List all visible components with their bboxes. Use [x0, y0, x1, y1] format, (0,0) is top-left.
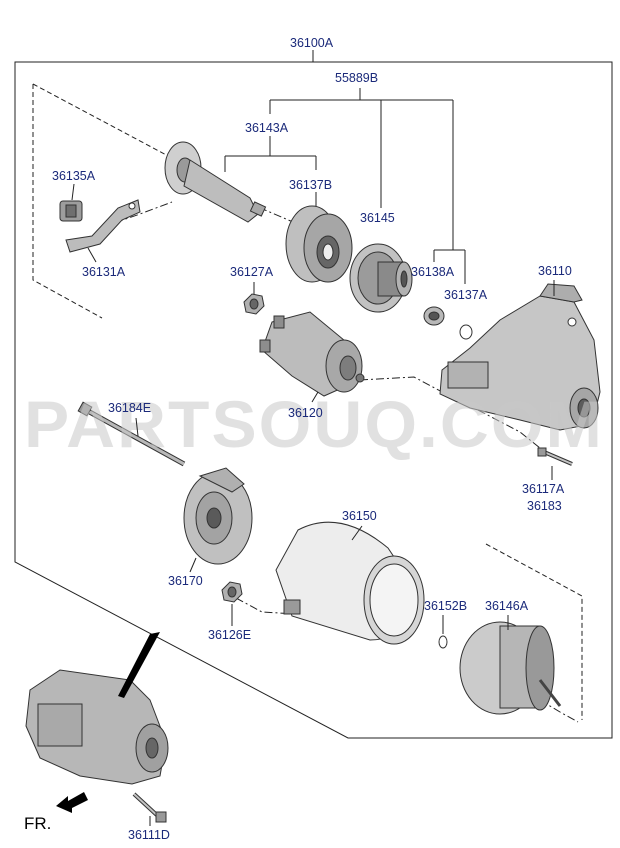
- callout-leaders: [71, 183, 555, 826]
- pointer-arrow: [118, 632, 160, 698]
- washer-b-part: [438, 635, 448, 649]
- bolt-a-part: [537, 447, 573, 466]
- snap-ring-part: [459, 324, 473, 340]
- front-housing-part: [439, 283, 601, 431]
- gear-bearing-bracket: [433, 249, 466, 284]
- label-36100a[interactable]: 36100A: [290, 36, 334, 50]
- lever-kit-bracket: [224, 136, 317, 206]
- drive-shaft-part: [164, 141, 267, 223]
- assembly-frame: [14, 61, 613, 739]
- solenoid-axis: [359, 376, 447, 395]
- fr-arrow-icon: [56, 792, 88, 813]
- label-36120[interactable]: 36120: [288, 406, 323, 420]
- label-36170[interactable]: 36170: [168, 574, 203, 588]
- label-36131a[interactable]: 36131A: [82, 265, 126, 279]
- mount-bolt-part: [132, 792, 167, 823]
- label-36111d[interactable]: 36111D: [128, 828, 170, 842]
- label-36184e[interactable]: 36184E: [108, 401, 151, 415]
- label-36117a[interactable]: 36117A: [522, 482, 565, 496]
- label-36127a[interactable]: 36127A: [230, 265, 274, 279]
- label-36126e[interactable]: 36126E: [208, 628, 251, 642]
- through-bolt-part: [77, 401, 186, 467]
- label-55889b[interactable]: 55889B: [335, 71, 378, 85]
- clutch-ring-part: [285, 205, 353, 283]
- label-36145[interactable]: 36145: [360, 211, 395, 225]
- housing-axis: [477, 409, 541, 449]
- nut-a-part: [243, 293, 265, 315]
- label-36150[interactable]: 36150: [342, 509, 377, 523]
- label-36146a[interactable]: 36146A: [485, 599, 529, 613]
- label-36137a[interactable]: 36137A: [444, 288, 488, 302]
- gear-bearing-part: [423, 306, 445, 326]
- label-36152b[interactable]: 36152B: [424, 599, 467, 613]
- fr-label: FR.: [24, 814, 51, 833]
- lever-axis: [99, 201, 173, 229]
- pinion-gear-part: [349, 243, 413, 313]
- shift-lever-part: [65, 199, 141, 253]
- nut-e-part: [221, 581, 243, 603]
- label-36135a[interactable]: 36135A: [52, 169, 96, 183]
- solenoid-part: [259, 311, 365, 397]
- end-cover-part: [183, 467, 253, 565]
- assembled-starter-thumbnail: [25, 632, 169, 785]
- kit-bracket: [269, 88, 454, 250]
- lever-dashed-box: [32, 84, 103, 319]
- watermark: PARTSOUQ.COM: [24, 387, 604, 461]
- label-36138a[interactable]: 36138A: [411, 265, 455, 279]
- orientation-indicator: FR.: [24, 792, 88, 833]
- bracket-clip-part: [59, 200, 83, 222]
- label-36143a[interactable]: 36143A: [245, 121, 289, 135]
- label-36137b[interactable]: 36137B: [289, 178, 332, 192]
- armature-part: [459, 621, 562, 715]
- yoke-part: [275, 521, 425, 645]
- label-36110[interactable]: 36110: [538, 264, 572, 278]
- label-36183[interactable]: 36183: [527, 499, 562, 513]
- armature-dashed-box: [485, 543, 583, 720]
